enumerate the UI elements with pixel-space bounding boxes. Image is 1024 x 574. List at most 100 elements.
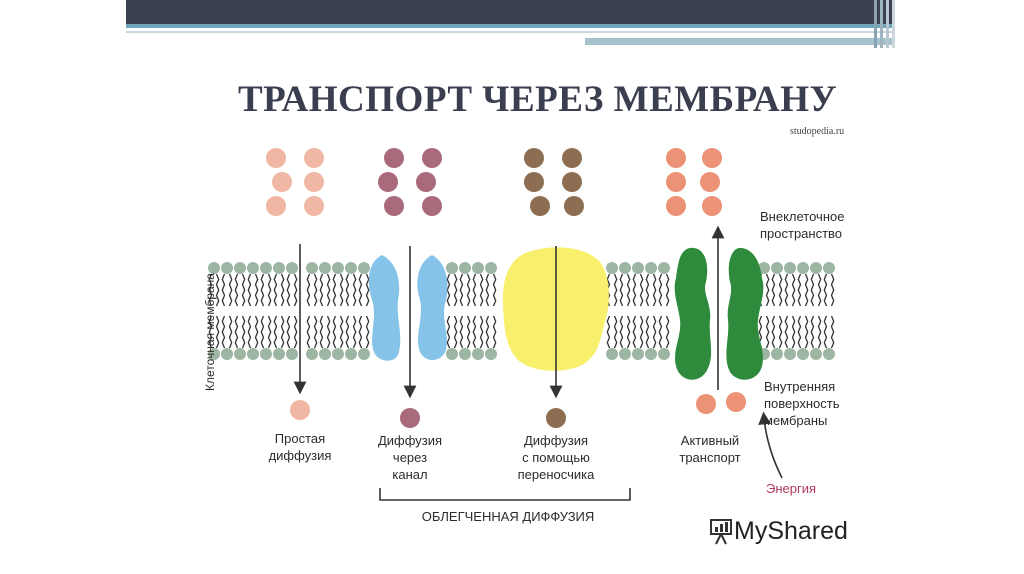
lipid-tail bbox=[459, 315, 464, 349]
lipid-head bbox=[459, 262, 471, 274]
label-simple-diffusion: Простая диффузия bbox=[268, 431, 332, 463]
header-stripe-1 bbox=[874, 0, 877, 48]
lipid-tail bbox=[352, 315, 357, 349]
lipid-head bbox=[273, 348, 285, 360]
lipid-tail bbox=[619, 315, 624, 349]
lipid-tail bbox=[613, 315, 618, 349]
lipid-head bbox=[247, 262, 259, 274]
lipid-head bbox=[234, 348, 246, 360]
lipid-tail bbox=[810, 273, 815, 307]
lipid-tail bbox=[804, 315, 809, 349]
lipid-head bbox=[273, 262, 285, 274]
lipid-head bbox=[810, 262, 822, 274]
lipid-tail bbox=[365, 273, 370, 307]
lipid-head bbox=[208, 262, 220, 274]
lipid-head bbox=[345, 262, 357, 274]
molecule-extracellular bbox=[266, 196, 286, 216]
label-active-transport: Активный транспорт bbox=[679, 433, 741, 465]
molecule-extracellular bbox=[304, 196, 324, 216]
molecule-groups bbox=[266, 148, 746, 428]
molecule-extracellular bbox=[384, 196, 404, 216]
lipid-tail bbox=[632, 273, 637, 307]
lipid-tail bbox=[830, 315, 835, 349]
lipid-tail bbox=[791, 273, 796, 307]
lipid-tail bbox=[221, 315, 226, 349]
lipid-tail bbox=[339, 315, 344, 349]
molecule-extracellular bbox=[666, 196, 686, 216]
lipid-tail bbox=[345, 315, 350, 349]
lipid-tail bbox=[472, 315, 477, 349]
header-accent-line bbox=[126, 24, 892, 28]
lipid-head bbox=[286, 348, 298, 360]
lipid-head bbox=[306, 262, 318, 274]
lipid-head bbox=[658, 262, 670, 274]
lipid-tail bbox=[221, 273, 226, 307]
lipid-head bbox=[658, 348, 670, 360]
lipid-tail bbox=[466, 273, 471, 307]
lipid-tail bbox=[485, 273, 490, 307]
facilitated-bracket bbox=[379, 488, 631, 501]
lipid-head bbox=[645, 262, 657, 274]
lipid-tail bbox=[626, 315, 631, 349]
lipid-tail bbox=[273, 273, 278, 307]
lipid-head bbox=[823, 262, 835, 274]
lipid-head bbox=[319, 262, 331, 274]
lipid-tail bbox=[319, 315, 324, 349]
lipid-head bbox=[358, 348, 370, 360]
lipid-head bbox=[619, 348, 631, 360]
lipid-tail bbox=[823, 273, 828, 307]
lipid-head bbox=[247, 348, 259, 360]
lipid-tail bbox=[306, 315, 311, 349]
lipid-tail bbox=[254, 315, 259, 349]
lipid-head bbox=[446, 348, 458, 360]
lipid-tail bbox=[658, 315, 663, 349]
lipid-head bbox=[606, 262, 618, 274]
lipid-head bbox=[319, 348, 331, 360]
lipid-tail bbox=[479, 315, 484, 349]
lipid-head bbox=[485, 262, 497, 274]
lipid-tail bbox=[797, 315, 802, 349]
lipid-head bbox=[358, 262, 370, 274]
lipid-tail bbox=[479, 273, 484, 307]
molecule-extracellular bbox=[416, 172, 436, 192]
molecule-extracellular bbox=[564, 196, 584, 216]
lipid-head bbox=[345, 348, 357, 360]
header-bar bbox=[126, 0, 895, 48]
lipid-tail bbox=[791, 315, 796, 349]
molecule-intracellular bbox=[696, 394, 716, 414]
lipid-tail bbox=[619, 273, 624, 307]
presentation-icon bbox=[710, 519, 732, 545]
molecule-extracellular bbox=[304, 172, 324, 192]
lipid-tail bbox=[466, 315, 471, 349]
lipid-head bbox=[797, 262, 809, 274]
lipid-tail bbox=[293, 315, 298, 349]
lipid-tail bbox=[319, 273, 324, 307]
page-title: ТРАНСПОРТ ЧЕРЕЗ МЕМБРАНУ bbox=[238, 79, 838, 120]
lipid-head bbox=[332, 348, 344, 360]
lipid-tail bbox=[234, 273, 239, 307]
header-stripe-3 bbox=[886, 0, 889, 48]
lipid-tail bbox=[247, 273, 252, 307]
lipid-head bbox=[208, 348, 220, 360]
header-thin-line bbox=[126, 31, 892, 33]
label-channel-diffusion: Диффузия через канал bbox=[377, 433, 443, 482]
molecule-intracellular bbox=[546, 408, 566, 428]
header-stripe-4 bbox=[892, 0, 895, 48]
lipid-tail bbox=[453, 273, 458, 307]
lipid-tail bbox=[358, 315, 363, 349]
lipid-tail bbox=[267, 273, 272, 307]
lipid-tail bbox=[804, 273, 809, 307]
channel-protein-left bbox=[368, 255, 401, 361]
lipid-tail bbox=[254, 273, 259, 307]
molecule-extracellular bbox=[266, 148, 286, 168]
molecule-extracellular bbox=[702, 148, 722, 168]
lipid-head bbox=[472, 348, 484, 360]
lipid-head bbox=[797, 348, 809, 360]
lipid-tail bbox=[365, 315, 370, 349]
lipid-tail bbox=[771, 273, 776, 307]
lipid-tail bbox=[228, 273, 233, 307]
lipid-tail bbox=[485, 315, 490, 349]
lipid-head bbox=[771, 348, 783, 360]
molecule-extracellular bbox=[378, 172, 398, 192]
header-stripe-2 bbox=[880, 0, 883, 48]
